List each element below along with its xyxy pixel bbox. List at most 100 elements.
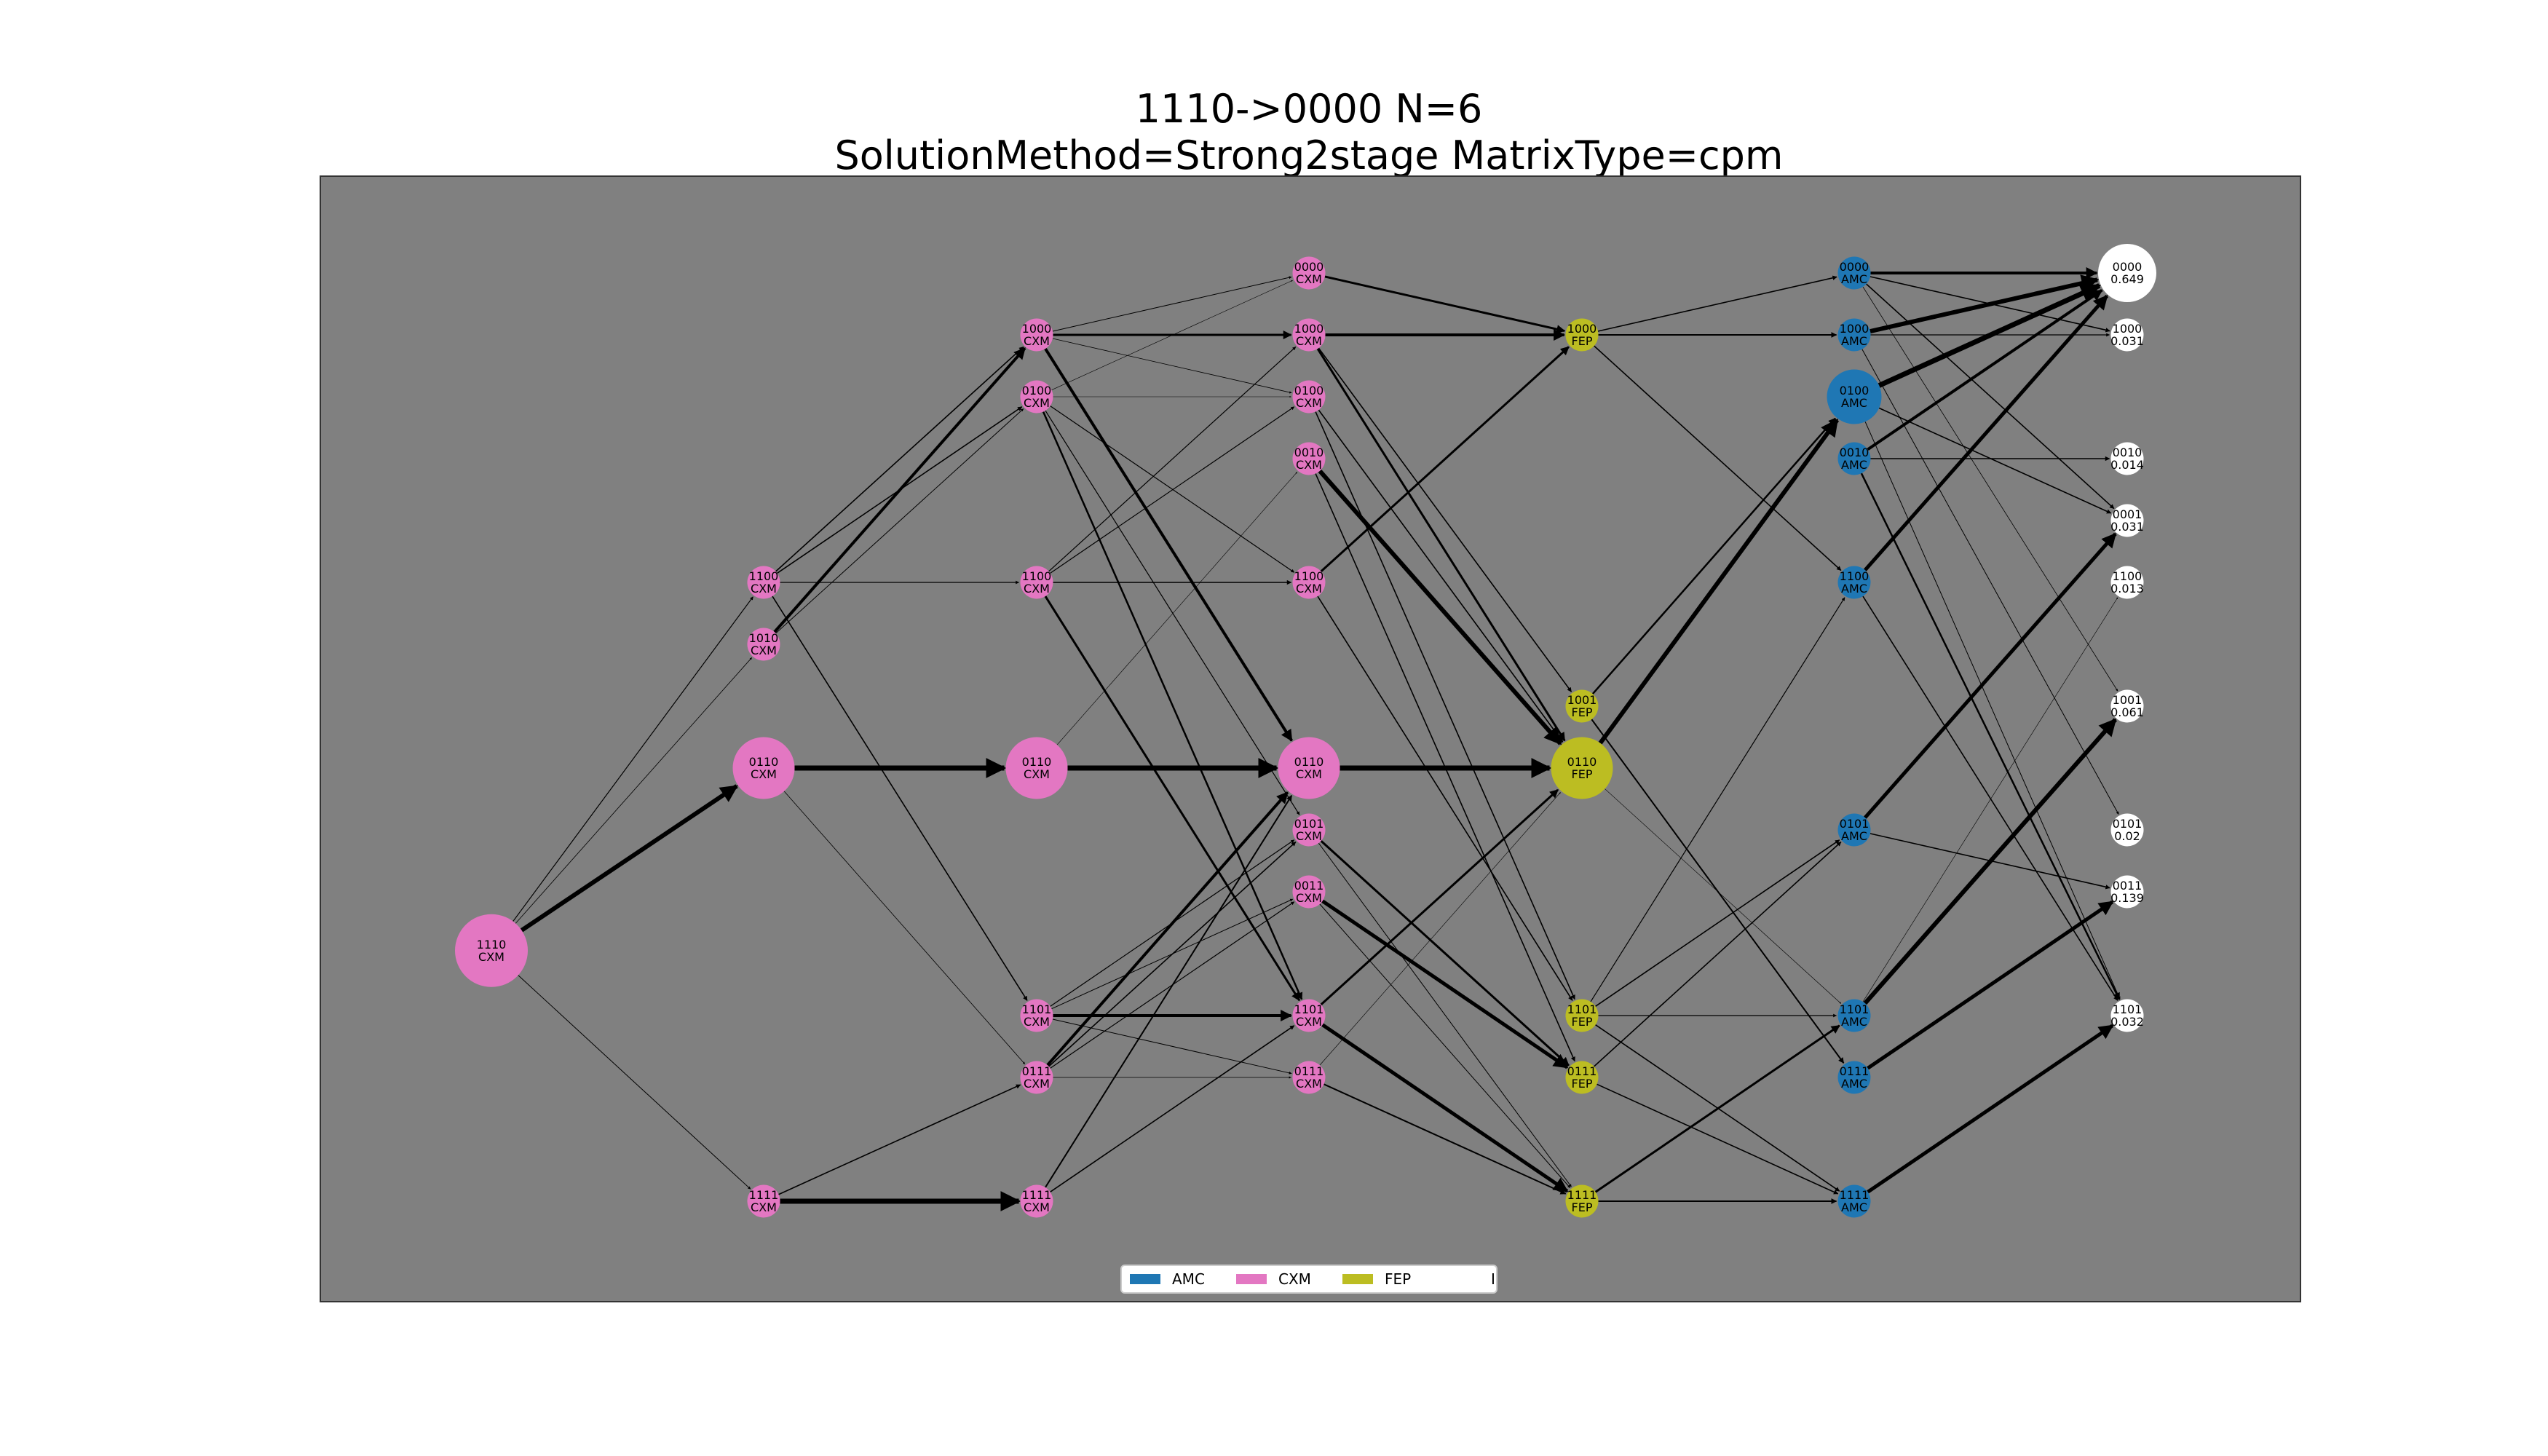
node-label-kind: FEP bbox=[1572, 1015, 1593, 1029]
node-label-kind: CXM bbox=[1296, 767, 1322, 781]
edge-b1111-c1101 bbox=[1050, 1025, 1295, 1192]
node-label-state: 1110 bbox=[477, 938, 507, 951]
edge-d1000-e1100 bbox=[1594, 345, 1842, 571]
node-label-kind: AMC bbox=[1841, 458, 1867, 472]
edge-c0111-d0110 bbox=[1319, 792, 1561, 1066]
node-label-kind: 0.014 bbox=[2110, 458, 2144, 472]
edge-c1000-d1001 bbox=[1318, 347, 1572, 692]
node-label-state: 1111 bbox=[749, 1188, 779, 1202]
edge-c1100-d1101 bbox=[1317, 596, 1573, 1001]
node-circle bbox=[1837, 1061, 1871, 1094]
node-circle bbox=[1565, 318, 1599, 352]
node-circle bbox=[1837, 256, 1871, 290]
node-circle bbox=[1837, 442, 1871, 475]
edge-c0010-d0110 bbox=[1318, 469, 1562, 745]
node-label-state: 0000 bbox=[1294, 260, 1324, 274]
edge-d1111-e1101 bbox=[1594, 1024, 1840, 1193]
edge-c0000-d1000 bbox=[1324, 275, 1566, 334]
node-circle bbox=[455, 914, 528, 987]
node-circle bbox=[1837, 813, 1871, 847]
edge-d0110-e1101 bbox=[1605, 788, 1842, 1004]
node-circle bbox=[2110, 999, 2144, 1032]
edge-e1111-f1101 bbox=[1867, 1024, 2114, 1194]
node-circle bbox=[1837, 1184, 1871, 1218]
edge-s0-a1111 bbox=[518, 975, 751, 1190]
edge-c0100-d0110 bbox=[1318, 409, 1564, 743]
node-label-state: 1111 bbox=[1567, 1188, 1597, 1202]
node-label-state: 0011 bbox=[2113, 879, 2143, 893]
node-label-kind: 0.032 bbox=[2110, 1015, 2144, 1029]
node-label-state: 1111 bbox=[1022, 1188, 1052, 1202]
edge-b1111-c0110 bbox=[1045, 794, 1293, 1188]
node-circle bbox=[1837, 566, 1871, 599]
node-circle bbox=[2098, 244, 2156, 302]
node-circle bbox=[1837, 318, 1871, 352]
node-circle bbox=[1565, 999, 1599, 1032]
node-label-state: 0101 bbox=[1840, 817, 1870, 831]
node-circle bbox=[2110, 689, 2144, 723]
node-label-kind: AMC bbox=[1841, 1077, 1867, 1091]
node-circle bbox=[1020, 380, 1053, 414]
node-label-state: 0110 bbox=[1567, 755, 1597, 769]
edge-s0-a0110 bbox=[520, 784, 739, 933]
legend-swatch-fep bbox=[1342, 1274, 1373, 1284]
node-label-kind: 0.139 bbox=[2110, 891, 2144, 905]
edge-e1000-f0000 bbox=[1870, 274, 2100, 333]
legend-box bbox=[1120, 1265, 1497, 1294]
node-circle bbox=[1565, 1061, 1599, 1094]
edge-c0011-d1111 bbox=[1319, 903, 1571, 1188]
node-label-state: 1101 bbox=[1840, 1002, 1870, 1016]
node-label-state: 0000 bbox=[1840, 260, 1870, 274]
node-circle bbox=[2110, 875, 2144, 909]
edge-e0100-f1101 bbox=[1864, 422, 2121, 1000]
edge-c1100-d1000 bbox=[1320, 346, 1570, 572]
edge-c0111-d1111 bbox=[1324, 1083, 1567, 1195]
edge-s0-a1100 bbox=[513, 596, 753, 922]
edge-c1101-d1111 bbox=[1321, 1023, 1569, 1193]
edges-layer bbox=[513, 267, 2121, 1211]
node-circle bbox=[1020, 1061, 1053, 1094]
node-label-state: 1100 bbox=[2113, 569, 2143, 583]
node-label-kind: CXM bbox=[1296, 1077, 1322, 1091]
node-label-kind: CXM bbox=[1024, 767, 1050, 781]
chart-title-line2: SolutionMethod=Strong2stage MatrixType=c… bbox=[834, 132, 1783, 178]
edge-c0011-d0111 bbox=[1321, 899, 1569, 1069]
edge-d1101-e1100 bbox=[1590, 597, 1845, 1002]
edge-c0100-d1101 bbox=[1315, 411, 1575, 1000]
node-label-kind: AMC bbox=[1841, 396, 1867, 410]
node-label-kind: CXM bbox=[478, 950, 505, 964]
edge-b1100-c1101 bbox=[1044, 596, 1301, 1002]
node-label-kind: AMC bbox=[1841, 829, 1867, 843]
node-label-kind: FEP bbox=[1572, 1077, 1593, 1091]
nodes-layer: 1110CXM1100CXM1010CXM0110CXM1111CXM1000C… bbox=[455, 244, 2156, 1218]
edge-c0101-d1111 bbox=[1318, 842, 1572, 1187]
node-label-state: 1000 bbox=[1567, 322, 1597, 336]
node-circle bbox=[1565, 689, 1599, 723]
edge-e1000-f0101 bbox=[1861, 349, 2119, 815]
node-label-state: 1101 bbox=[1022, 1002, 1052, 1016]
edge-e1100-f1101 bbox=[1862, 596, 2118, 1001]
node-circle bbox=[1565, 1184, 1599, 1218]
node-circle bbox=[1292, 318, 1326, 352]
node-circle bbox=[1292, 999, 1326, 1032]
node-label-kind: CXM bbox=[1024, 1015, 1050, 1029]
edge-c1000-d0110 bbox=[1316, 348, 1566, 742]
node-label-kind: AMC bbox=[1841, 272, 1867, 286]
edge-b0100-c1101 bbox=[1042, 411, 1303, 1000]
node-circle bbox=[1837, 999, 1871, 1032]
